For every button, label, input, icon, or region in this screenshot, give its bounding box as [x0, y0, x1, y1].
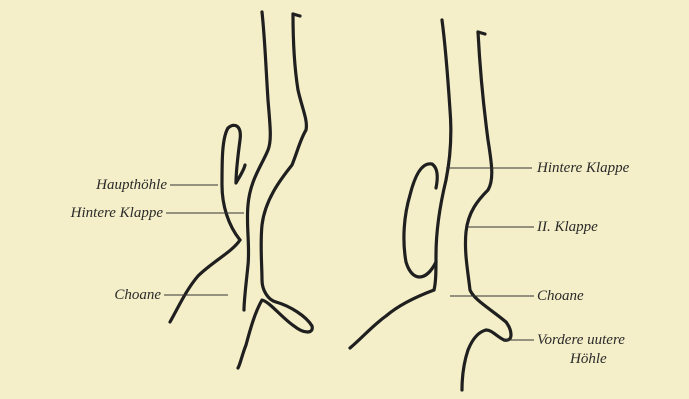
left-lower-left-wall — [170, 240, 240, 322]
right-bulb-outline — [404, 164, 437, 277]
right-tube-cap — [478, 32, 485, 34]
left-tube-cap — [293, 14, 300, 16]
right-lower-left-wall — [350, 290, 434, 348]
left-haupthoehle-outline — [222, 125, 245, 240]
label-vordere-untere-line1: Vordere uutere — [537, 332, 625, 348]
label-ii-klappe: II. Klappe — [536, 219, 598, 235]
left-figure — [170, 12, 312, 368]
right-figure — [350, 20, 511, 390]
right-lower-beak — [462, 330, 486, 390]
right-tube-right-wall — [465, 32, 511, 340]
left-lower-right-hook — [238, 300, 312, 368]
right-tube-left-wall — [434, 20, 451, 290]
label-choane-right: Choane — [537, 288, 584, 304]
left-label-group: Haupthöhle Hintere Klappe Choane — [70, 177, 244, 303]
label-hintere-klappe-right: Hintere Klappe — [536, 160, 630, 176]
label-choane-left: Choane — [114, 287, 161, 303]
left-tube-left-wall — [244, 12, 270, 310]
right-label-group: Hintere Klappe II. Klappe Choane Vordere… — [446, 160, 630, 367]
left-tube-right-wall — [261, 14, 306, 302]
label-vordere-untere-line2: Höhle — [569, 351, 607, 367]
label-hintere-klappe-left: Hintere Klappe — [70, 205, 164, 221]
label-haupthoehle: Haupthöhle — [95, 177, 167, 193]
